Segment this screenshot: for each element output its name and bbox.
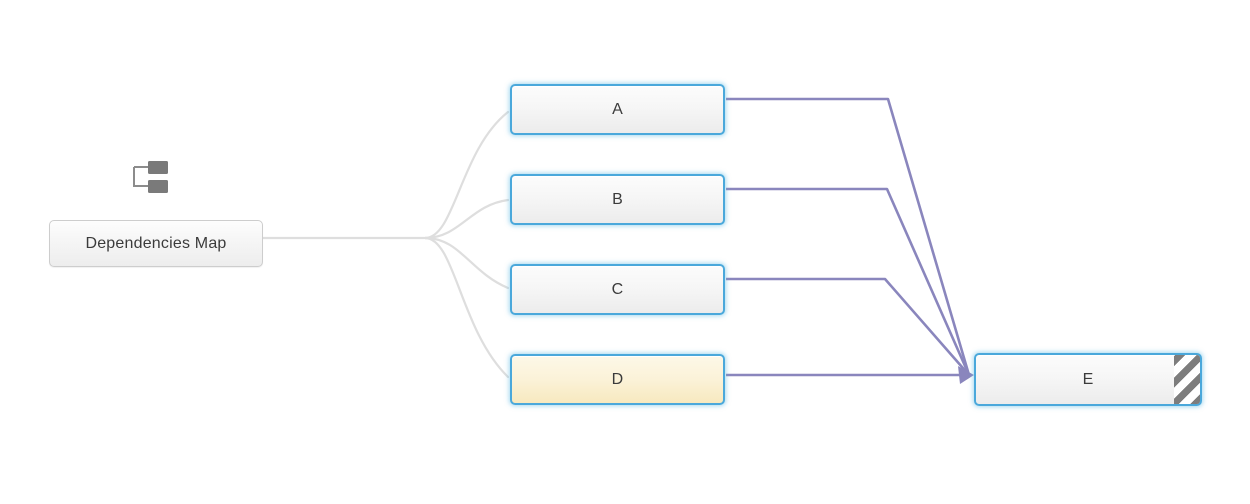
node-dependencies-map[interactable]: Dependencies Map — [49, 220, 263, 267]
dependency-edge-c-to-e — [726, 277, 970, 376]
dependency-edge-a-to-e — [726, 97, 971, 376]
node-c[interactable]: C — [510, 264, 725, 315]
node-label-root: Dependencies Map — [85, 234, 227, 252]
node-label-e: E — [1082, 370, 1094, 388]
node-d[interactable]: D — [510, 354, 725, 405]
tree-edge-root-to-d — [423, 236, 510, 379]
arrowhead-into-e — [958, 366, 974, 384]
node-label-d: D — [611, 370, 624, 388]
node-a[interactable]: A — [510, 84, 725, 135]
node-b[interactable]: B — [510, 174, 725, 225]
node-label-a: A — [612, 100, 623, 118]
hierarchy-icon — [133, 161, 168, 193]
tree-edge-root-to-c — [423, 236, 510, 290]
node-label-b: B — [612, 190, 623, 208]
node-label-c: C — [611, 280, 624, 298]
node-e[interactable]: E — [974, 353, 1202, 406]
resize-handle-icon[interactable] — [1174, 355, 1200, 404]
dependency-edge-b-to-e — [726, 187, 971, 376]
tree-edge-root-to-b — [423, 198, 510, 240]
tree-edge-root-to-a — [423, 110, 510, 240]
tree-edge-group — [261, 110, 510, 379]
dependency-edge-group — [726, 97, 971, 377]
